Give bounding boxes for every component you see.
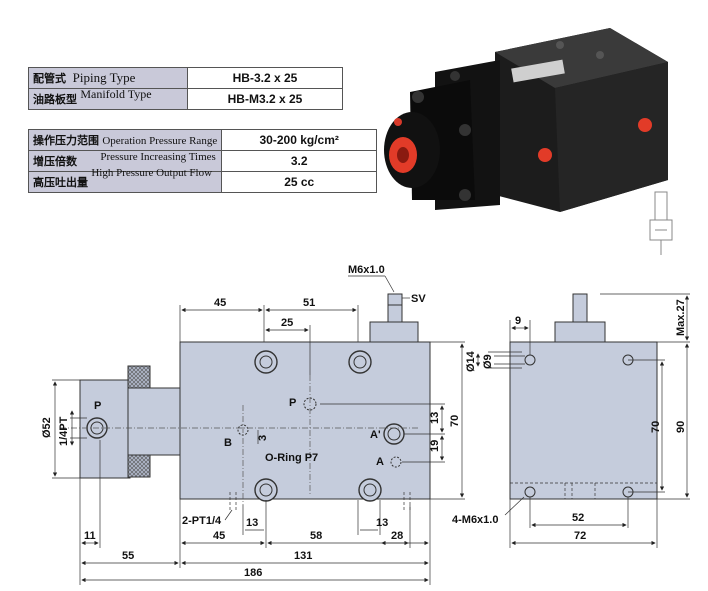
- label-en: Pressure Increasing Times: [100, 151, 216, 163]
- label-en: Manifold Type: [80, 87, 152, 101]
- dim-70: 70: [449, 415, 461, 427]
- side-dimension-lines: [475, 293, 690, 548]
- table-row: 高压吐出量 High Pressure Output Flow 25 cc: [27, 167, 378, 193]
- product-photo: [384, 28, 668, 212]
- dim-186: 186: [244, 567, 262, 579]
- port-b-label: B: [224, 437, 232, 449]
- dim-131: 131: [294, 550, 312, 562]
- label-cell: 增压倍数 Pressure Increasing Times: [27, 150, 223, 172]
- value-cell: HB-M3.2 x 25: [187, 88, 343, 110]
- port-p-top-label: P: [289, 397, 296, 409]
- m6-top-label: M6x1.0: [348, 264, 385, 276]
- table-row: 配管式 Piping Type HB-3.2 x 25: [28, 67, 343, 89]
- d52-label: Ø52: [41, 417, 53, 438]
- side-view: [509, 293, 658, 500]
- side-dim-9: 9: [515, 315, 521, 327]
- side-dim-90: 90: [675, 421, 687, 433]
- dim-11: 11: [84, 530, 96, 542]
- port-a-prime-label: A': [370, 429, 381, 441]
- value-cell: 25 cc: [221, 171, 378, 193]
- m6-right-label: 4-M6x1.0: [452, 514, 498, 526]
- side-dim-72: 72: [574, 530, 586, 542]
- dim-28: 28: [391, 530, 403, 542]
- label-cell: 高压吐出量 High Pressure Output Flow: [27, 167, 223, 193]
- dim-45-bottom: 45: [213, 530, 225, 542]
- label-zh: 高压吐出量: [33, 176, 88, 189]
- dim-25: 25: [281, 317, 293, 329]
- label-en: Operation Pressure Range: [102, 135, 218, 147]
- dim-45-top: 45: [214, 297, 226, 309]
- d9-label: Ø9: [482, 354, 494, 369]
- dim-58: 58: [310, 530, 322, 542]
- spec-table: 操作压力范围 Operation Pressure Range 30-200 k…: [27, 129, 378, 193]
- label-en: High Pressure Output Flow: [91, 167, 213, 179]
- dim-13-bottom-left: 13: [246, 517, 258, 529]
- dim-19: 19: [429, 440, 441, 452]
- side-dim-70: 70: [650, 421, 662, 433]
- label-zh: 油路板型: [33, 93, 77, 106]
- label-cell: 配管式 Piping Type: [28, 67, 188, 89]
- dim-51: 51: [303, 297, 315, 309]
- quarter-pt-label: 1/4PT: [58, 416, 70, 446]
- dim-13-bottom-right: 13: [376, 517, 388, 529]
- label-cell: 油路板型 Manifold Type: [28, 87, 188, 110]
- label-zh: 操作压力范围: [33, 134, 99, 147]
- dim-13-right: 13: [429, 412, 441, 424]
- front-dimension-lines: [52, 275, 465, 585]
- table-row: 操作压力范围 Operation Pressure Range 30-200 k…: [27, 129, 378, 151]
- dim-3: 3: [257, 435, 269, 441]
- dim-55: 55: [122, 550, 134, 562]
- table-row: 油路板型 Manifold Type HB-M3.2 x 25: [28, 87, 343, 110]
- label-zh: 配管式: [33, 72, 66, 85]
- d14-label: Ø14: [465, 350, 477, 372]
- side-dim-52: 52: [572, 512, 584, 524]
- value-cell: 30-200 kg/cm²: [221, 129, 378, 151]
- pt-label: 2-PT1/4: [182, 515, 222, 527]
- port-a-label: A: [376, 456, 384, 468]
- port-p-left-label: P: [94, 400, 101, 412]
- label-en: Piping Type: [72, 70, 136, 85]
- label-zh: 增压倍数: [33, 155, 77, 168]
- label-cell: 操作压力范围 Operation Pressure Range: [27, 129, 223, 151]
- oring-label: O-Ring P7: [265, 452, 318, 464]
- hydraulic-symbol: [649, 191, 673, 255]
- front-view: [60, 293, 431, 510]
- max27-label: Max.27: [675, 299, 687, 336]
- product-type-table: 配管式 Piping Type HB-3.2 x 25 油路板型 Manifol…: [28, 67, 343, 110]
- sv-label: SV: [411, 293, 426, 305]
